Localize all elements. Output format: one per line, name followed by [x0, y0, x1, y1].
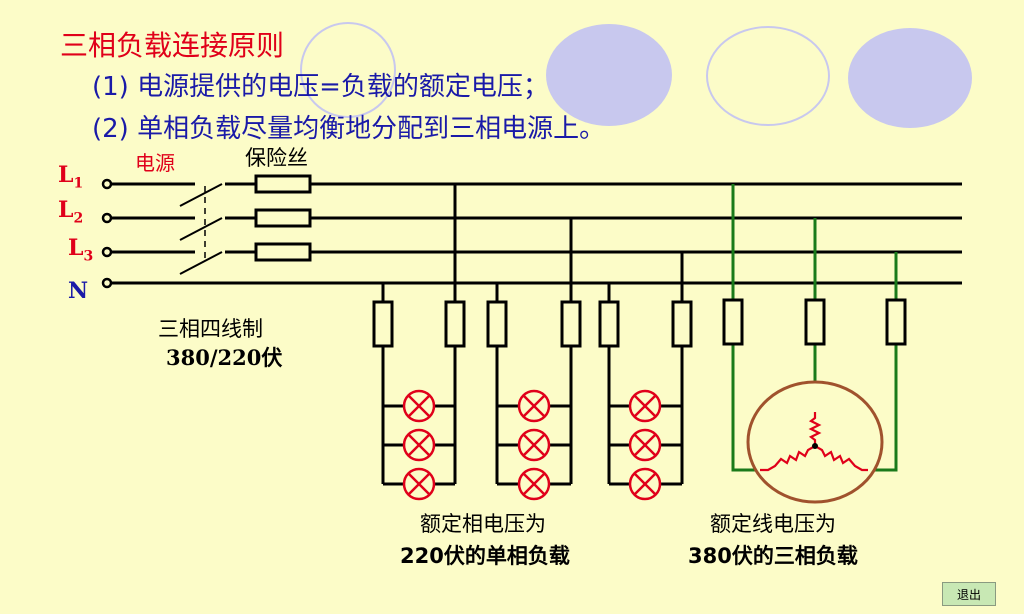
- bus-lines: [112, 182, 962, 285]
- main-switch: [179, 183, 223, 275]
- exit-button[interactable]: 退出: [942, 582, 996, 606]
- line-label-l2: L2: [58, 197, 84, 227]
- branch-fuses: [372, 300, 693, 348]
- rule-1: (1) 电源提供的电压=负载的额定电压；: [92, 72, 549, 102]
- source-label: 电源: [135, 151, 175, 175]
- decor-circle-4: [848, 28, 972, 128]
- page-title: 三相负载连接原则: [60, 29, 285, 62]
- three-phase-load: [722, 184, 907, 504]
- three-phase-caption-1: 额定线电压为: [710, 512, 836, 536]
- decor-circle-1: [300, 22, 396, 118]
- system-type-label: 三相四线制: [158, 317, 263, 341]
- three-phase-caption-2: 380伏的三相负载: [688, 544, 858, 568]
- line-label-l3: L3: [68, 235, 94, 265]
- decor-circle-2: [546, 24, 672, 126]
- line-label-l1: L1: [58, 162, 84, 192]
- line-fuses: [254, 174, 312, 262]
- single-phase-caption-1: 额定相电压为: [420, 512, 546, 536]
- fuse-label: 保险丝: [245, 146, 308, 170]
- rule-2: (2) 单相负载尽量均衡地分配到三相电源上。: [92, 114, 606, 144]
- line-label-n: N: [68, 278, 89, 304]
- terminals: [101, 178, 113, 289]
- decor-circle-3: [706, 26, 830, 126]
- single-phase-caption-2: 220伏的单相负载: [400, 544, 570, 568]
- system-voltage-label: 380/220伏: [166, 345, 283, 370]
